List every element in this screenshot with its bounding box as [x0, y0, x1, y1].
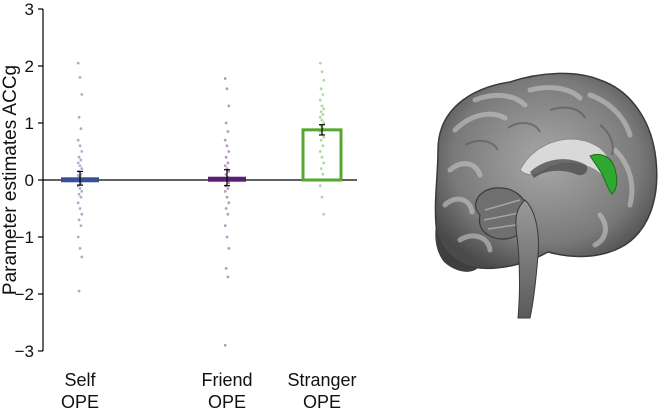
data-point — [223, 77, 227, 80]
data-point — [318, 184, 322, 188]
data-point — [322, 107, 326, 111]
data-point — [78, 187, 82, 190]
data-point — [321, 172, 325, 176]
data-point — [78, 76, 82, 79]
y-tick-label: 2 — [25, 57, 34, 76]
data-point — [79, 224, 83, 228]
data-point — [321, 113, 325, 116]
data-point — [225, 144, 229, 148]
data-point — [322, 161, 326, 165]
data-point — [318, 115, 322, 119]
data-point — [80, 212, 84, 216]
data-point — [224, 155, 228, 159]
data-point — [78, 144, 82, 148]
data-point — [322, 78, 326, 82]
data-point — [319, 138, 323, 142]
data-point — [80, 93, 84, 96]
data-point — [225, 195, 229, 199]
data-point — [227, 150, 231, 153]
data-point — [321, 93, 325, 96]
data-point — [322, 121, 326, 125]
y-tick-label: 0 — [25, 171, 34, 190]
data-point — [77, 289, 81, 293]
data-point — [319, 87, 323, 91]
data-point — [320, 155, 324, 159]
data-point — [78, 164, 82, 168]
data-point — [78, 247, 82, 250]
data-point — [76, 174, 80, 177]
data-point — [80, 167, 84, 171]
data-point — [320, 118, 324, 122]
data-point — [77, 115, 81, 119]
data-point — [223, 138, 227, 142]
data-point — [76, 61, 80, 65]
data-point — [225, 235, 229, 239]
data-point — [79, 127, 83, 131]
data-point — [76, 235, 80, 239]
data-point — [226, 161, 230, 165]
data-point — [226, 187, 230, 190]
data-point — [223, 224, 227, 228]
x-category-label: Stranger — [287, 370, 356, 390]
data-point — [79, 158, 83, 162]
data-point — [320, 70, 324, 74]
data-point — [319, 167, 323, 171]
data-point — [80, 150, 84, 153]
y-tick-label: −3 — [15, 342, 34, 361]
data-point — [319, 110, 323, 113]
y-tick-label: 1 — [25, 114, 34, 133]
y-tick-label: −2 — [15, 285, 34, 304]
data-point — [227, 201, 231, 205]
x-category-label: OPE — [303, 392, 341, 411]
data-point — [77, 155, 81, 159]
data-point — [318, 98, 322, 102]
data-point — [225, 87, 229, 91]
data-point — [224, 266, 228, 270]
y-tick-label: 3 — [25, 0, 34, 19]
data-point — [226, 212, 230, 216]
data-point — [318, 150, 322, 153]
data-point — [77, 192, 81, 196]
data-point — [76, 201, 80, 205]
x-category-label: OPE — [208, 392, 246, 411]
data-point — [322, 212, 326, 216]
x-category-label: OPE — [61, 392, 99, 411]
data-point — [78, 207, 82, 210]
data-point — [227, 247, 231, 250]
data-point — [76, 161, 80, 165]
data-point — [80, 255, 84, 259]
data-point — [80, 190, 84, 193]
data-point — [79, 195, 83, 199]
data-point — [321, 144, 325, 148]
x-category-label: Self — [64, 370, 96, 390]
data-point — [226, 275, 230, 279]
data-point — [227, 104, 231, 108]
data-point — [227, 181, 231, 185]
plot-area: 3 2 1 0 −1 −2 −3 Parameter estimates ACCgSelfOP… — [0, 0, 357, 411]
data-point — [223, 164, 227, 168]
y-axis-title: Parameter estimates ACCg — [0, 65, 21, 295]
data-point — [223, 190, 227, 193]
data-point — [320, 104, 324, 108]
brain-sagittal-icon — [434, 72, 658, 319]
x-category-label: Friend — [201, 370, 252, 390]
data-point — [77, 218, 81, 222]
data-point — [318, 61, 322, 65]
data-point — [223, 343, 227, 347]
data-point — [320, 195, 324, 199]
data-point — [224, 207, 228, 210]
data-point — [322, 135, 326, 139]
data-point — [226, 130, 230, 133]
data-point — [76, 138, 80, 142]
y-tick-label: −1 — [15, 228, 34, 247]
data-point — [227, 170, 231, 173]
data-point — [224, 121, 228, 125]
bar — [301, 128, 343, 182]
